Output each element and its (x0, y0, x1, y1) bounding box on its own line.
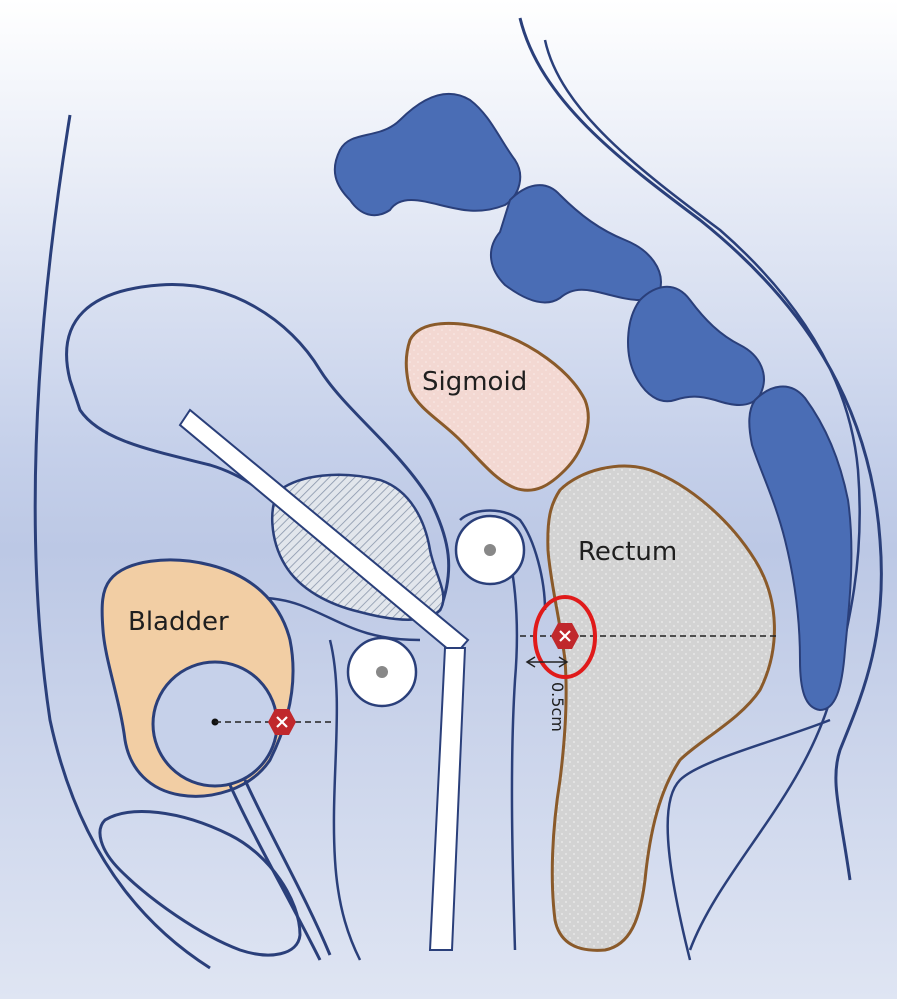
distance-label: 0.5cm (548, 682, 567, 732)
rectum-label: Rectum (578, 537, 677, 567)
anterior-ovoid (348, 638, 416, 706)
sigmoid-label: Sigmoid (422, 367, 527, 397)
posterior-ovoid (456, 516, 524, 584)
bladder-label: Bladder (128, 607, 229, 637)
